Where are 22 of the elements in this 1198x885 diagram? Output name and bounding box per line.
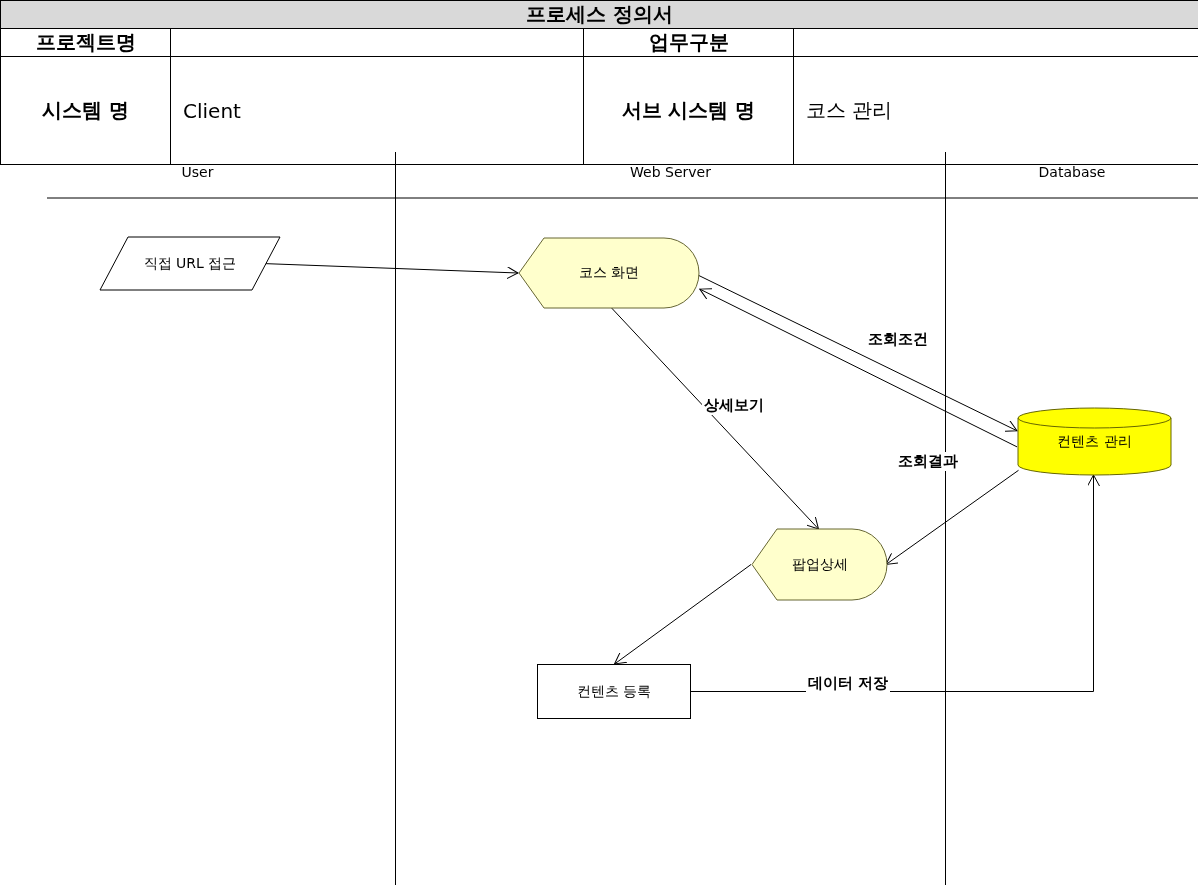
lane-title: Database [1037, 164, 1107, 180]
edge-label: 데이터 저장 [806, 674, 891, 693]
display-shape: 팝업상세 [752, 529, 887, 600]
header-cell: 업무구분 [583, 28, 794, 57]
header-cell: 서브 시스템 명 [583, 56, 794, 165]
lane-title: Web Server [629, 164, 712, 180]
arrow [885, 469, 1020, 565]
title-cell: 프로세스 정의서 [0, 0, 1198, 29]
arrow [697, 274, 1018, 432]
value-cell: Client [170, 56, 584, 165]
process-box: 컨텐츠 등록 [537, 664, 691, 719]
arrow [611, 307, 819, 530]
input-parallelogram: 직접 URL 접근 [100, 237, 280, 290]
edge-label: 조회결과 [896, 452, 960, 471]
database-cylinder: 컨텐츠 관리 [1018, 408, 1171, 475]
edge-label: 조회조건 [866, 330, 930, 349]
header-cell: 프로젝트명 [0, 28, 171, 57]
display-shape: 코스 화면 [519, 238, 699, 308]
lane-title: User [180, 164, 215, 180]
arrow [614, 564, 752, 665]
header-cell: 시스템 명 [0, 56, 171, 165]
arrow [699, 288, 1018, 448]
